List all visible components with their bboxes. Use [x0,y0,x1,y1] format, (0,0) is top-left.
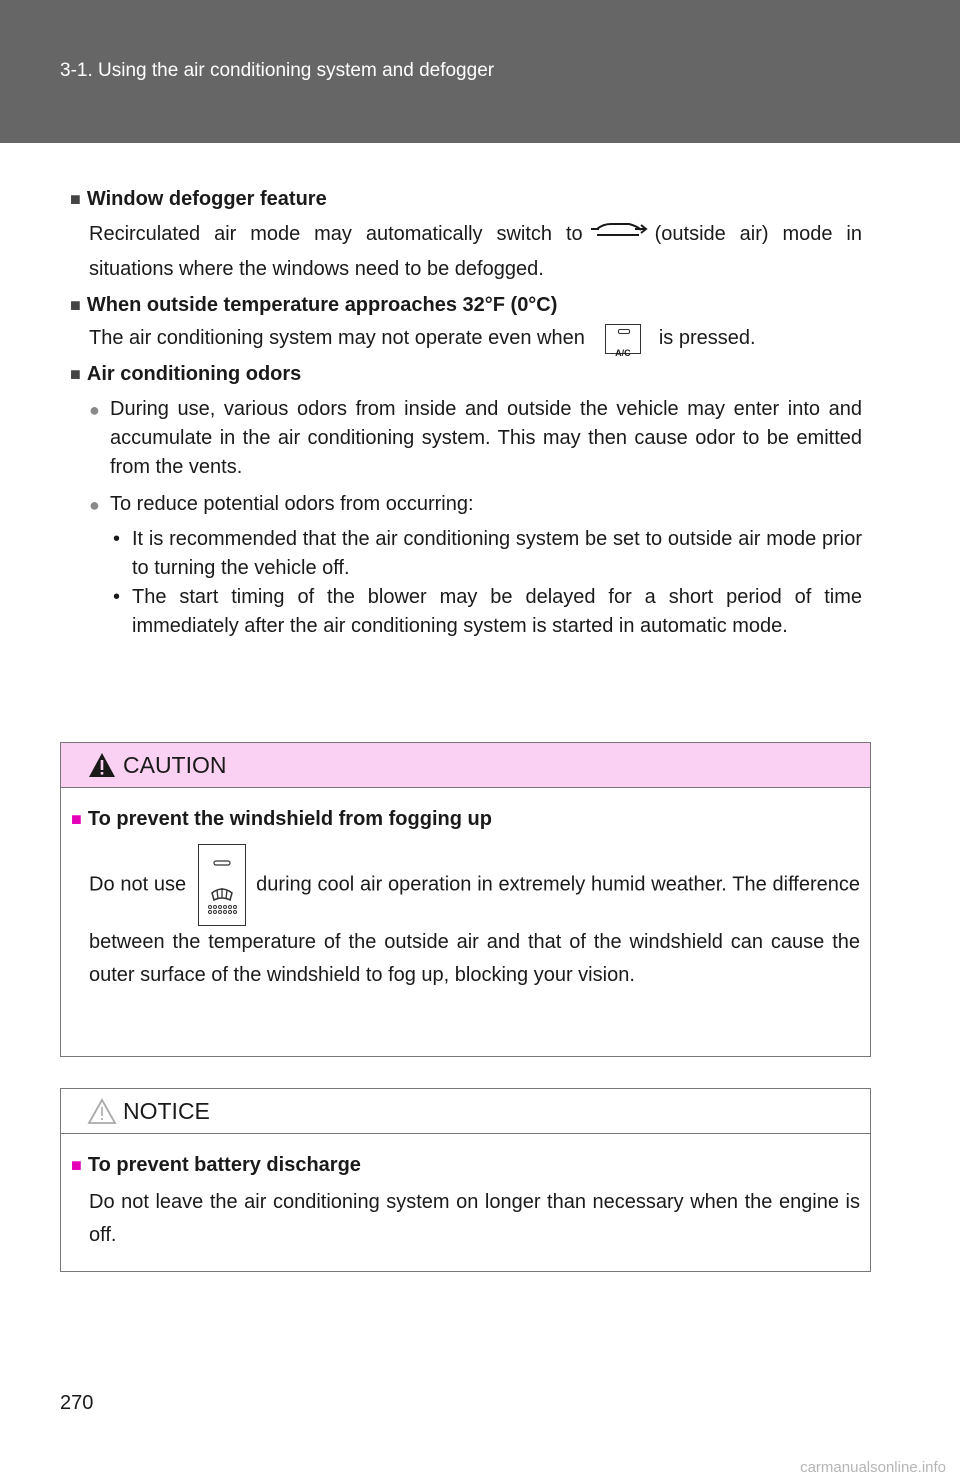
notice-text: Do not leave the air conditioning system… [89,1191,860,1246]
section-heading: ■Air conditioning odors [70,363,302,385]
page-number: 270 [60,1392,94,1414]
section-heading: ■Window defogger feature [70,188,327,210]
windshield-defogger-icon [198,844,247,926]
sub-list-item: •It is recommended that the air conditio… [113,528,862,579]
notice-box: NOTICE ■To prevent battery discharge Do … [60,1088,871,1272]
outside-air-icon [589,216,649,253]
list-item: ●During use, various odors from inside a… [89,398,862,478]
watermark: carmanualsonline.info [800,1459,946,1476]
main-content: ■Window defogger feature Recirculated ai… [70,180,862,641]
caution-label: CAUTION [123,752,227,778]
caution-box: CAUTION ■To prevent the windshield from … [60,742,871,1057]
notice-label: NOTICE [123,1098,210,1124]
list-item: ●To reduce potential odors from occurrin… [89,493,474,515]
caution-heading: ■To prevent the windshield from fogging … [71,808,492,830]
sub-list-item: •The start timing of the blower may be d… [113,586,862,637]
section-heading: ■When outside temperature approaches 32°… [70,294,558,316]
notice-heading: ■To prevent battery discharge [71,1154,361,1176]
caution-bar: CAUTION [61,743,870,788]
section-text: Recirculated air mode may automatically … [70,216,862,286]
section-title: 3-1. Using the air conditioning system a… [60,60,495,81]
page-header: 3-1. Using the air conditioning system a… [0,0,960,143]
notice-bar: NOTICE [61,1089,870,1134]
warning-outline-icon [87,1097,117,1130]
warning-icon [87,751,117,784]
ac-button-icon: A/C [604,323,641,358]
section-text: The air conditioning system may not oper… [70,322,862,358]
